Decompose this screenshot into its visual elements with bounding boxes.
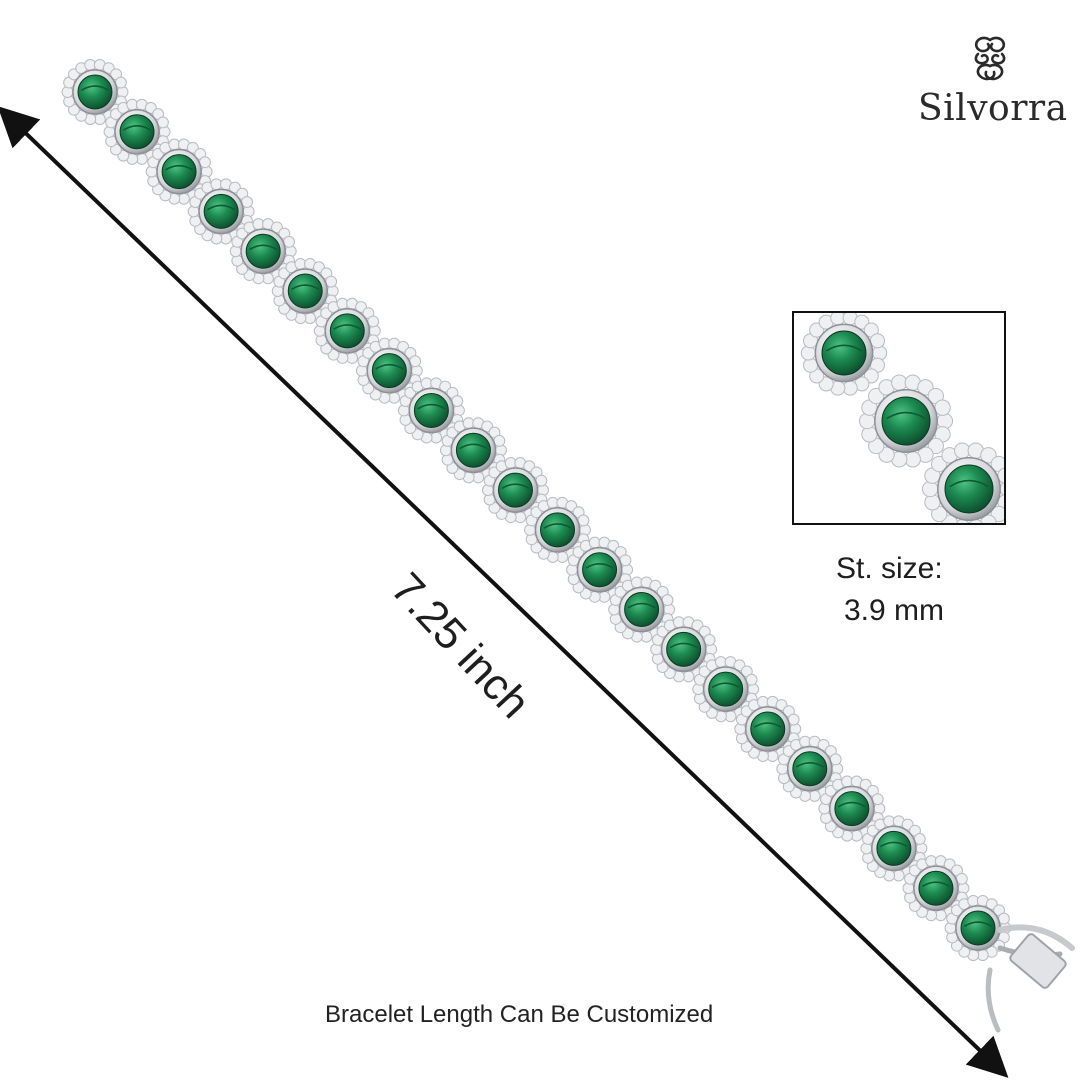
clasp [985, 924, 1075, 1033]
bracelet-link [692, 656, 760, 723]
bracelet-link [944, 894, 1012, 962]
bracelet-link [921, 442, 1004, 523]
bracelet-link [103, 98, 171, 165]
customization-caption: Bracelet Length Can Be Customized [325, 1001, 714, 1028]
bracelet-link [800, 313, 888, 396]
bracelet-link [145, 138, 213, 205]
knot-swirl-icon [974, 36, 1006, 81]
bracelet [61, 58, 1012, 962]
bracelet-link [860, 815, 928, 882]
brand-name: Silvorra [918, 88, 1068, 129]
stone-size-info: St. size: 3.9 mm [820, 548, 980, 632]
bracelet-link [858, 374, 954, 468]
bracelet-link [439, 417, 507, 484]
bracelet-link [902, 855, 970, 922]
bracelet-link [61, 58, 129, 126]
stone-closeup-inset [792, 311, 1006, 525]
brand-logo: Silvorra [918, 34, 1068, 134]
stone-size-label: St. size: [836, 552, 943, 585]
bracelet-link [734, 695, 802, 763]
stone-closeup-image [800, 313, 1004, 523]
bracelet-link [608, 576, 676, 643]
length-arrow [0, 106, 1009, 1078]
bracelet-link [313, 297, 381, 364]
bracelet-link [187, 178, 255, 245]
stone-size-value: 3.9 mm [844, 594, 945, 627]
bracelet-link [355, 337, 423, 404]
bracelet-link [481, 457, 549, 524]
bracelet-link [776, 735, 844, 802]
